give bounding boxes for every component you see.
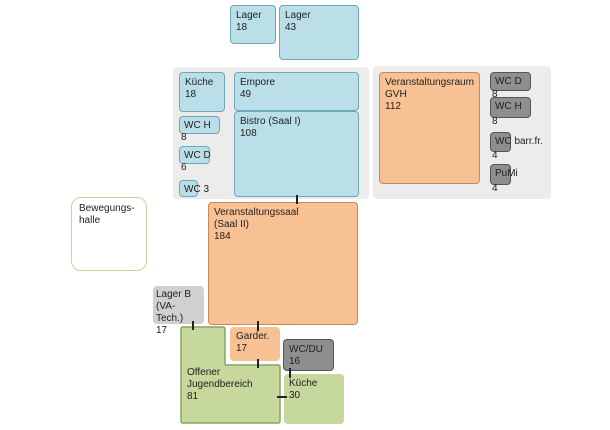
connector-garderobe-jugend [257, 359, 259, 368]
room-area: 17 [236, 343, 248, 354]
room-area: 18 [236, 22, 248, 33]
connector-saal-garderobe [257, 321, 259, 331]
room-area: 112 [385, 101, 401, 112]
room-name: Offener Jugendbereich [187, 367, 253, 390]
room-bewegungshalle[interactable]: Bewegungs- halle [71, 197, 147, 271]
room-area: 49 [240, 89, 252, 100]
room-area: 81 [187, 391, 199, 402]
room-bistro[interactable]: Bistro (Saal I)108 [234, 111, 359, 197]
room-area: 18 [185, 89, 197, 100]
room-name: Lager [236, 10, 262, 21]
room-name: Garder. [236, 331, 270, 342]
room-name: WC D [184, 150, 211, 161]
room-area: 17 [156, 325, 168, 336]
connector-jugend-kueche [277, 396, 287, 398]
room-area: 6 [181, 162, 187, 173]
room-garderobe[interactable]: Garder.17 [230, 327, 280, 361]
room-area: 30 [289, 390, 301, 401]
room-area: 8 [492, 116, 498, 127]
connector-lagerb-jugend [192, 321, 194, 330]
connector-bistro-saal [296, 195, 298, 204]
room-name: WC/DU [289, 344, 323, 355]
room-wc-h-right[interactable]: WC H 8 [490, 97, 531, 127]
room-area: 4 [492, 150, 498, 161]
room-name: Bistro (Saal I) [240, 116, 301, 127]
room-name: Küche [289, 378, 318, 389]
room-veranstaltungssaal[interactable]: Veranstaltungssaal (Saal II)184 [208, 202, 358, 325]
room-area: 8 [181, 132, 187, 143]
room-wc-barrierefrei[interactable]: WC barr.fr. 4 [490, 132, 543, 161]
room-name: WC H [184, 120, 211, 131]
room-area: 184 [214, 231, 231, 242]
room-name: WC D [495, 76, 522, 87]
room-wc-3[interactable]: WC 3 [179, 180, 209, 197]
room-area: 16 [289, 356, 301, 367]
room-name: Bewegungs- halle [79, 203, 135, 226]
room-area: 108 [240, 128, 257, 139]
room-area: 4 [492, 183, 498, 194]
room-name: Empore [240, 77, 276, 88]
room-pumi[interactable]: PuMi 4 [490, 164, 518, 194]
room-area: 43 [285, 22, 297, 33]
room-name: Lager B (VA-Tech.) [156, 289, 192, 324]
room-name: Lager [285, 10, 311, 21]
room-wc-d-right[interactable]: WC D 8 [490, 72, 531, 100]
connector-wcdu-kueche [289, 368, 291, 378]
room-name: WC barr.fr. [495, 136, 543, 147]
room-name: WC 3 [184, 184, 209, 195]
room-name: Veranstaltungssaal (Saal II) [214, 207, 299, 230]
room-name: WC H [495, 101, 522, 112]
room-name: Küche [185, 77, 214, 88]
room-area: 8 [492, 89, 498, 100]
room-name: PuMi [495, 168, 518, 179]
room-lager-b[interactable]: Lager B (VA-Tech.)17 [153, 286, 204, 336]
room-name: Veranstaltungsraum GVH [385, 77, 474, 100]
